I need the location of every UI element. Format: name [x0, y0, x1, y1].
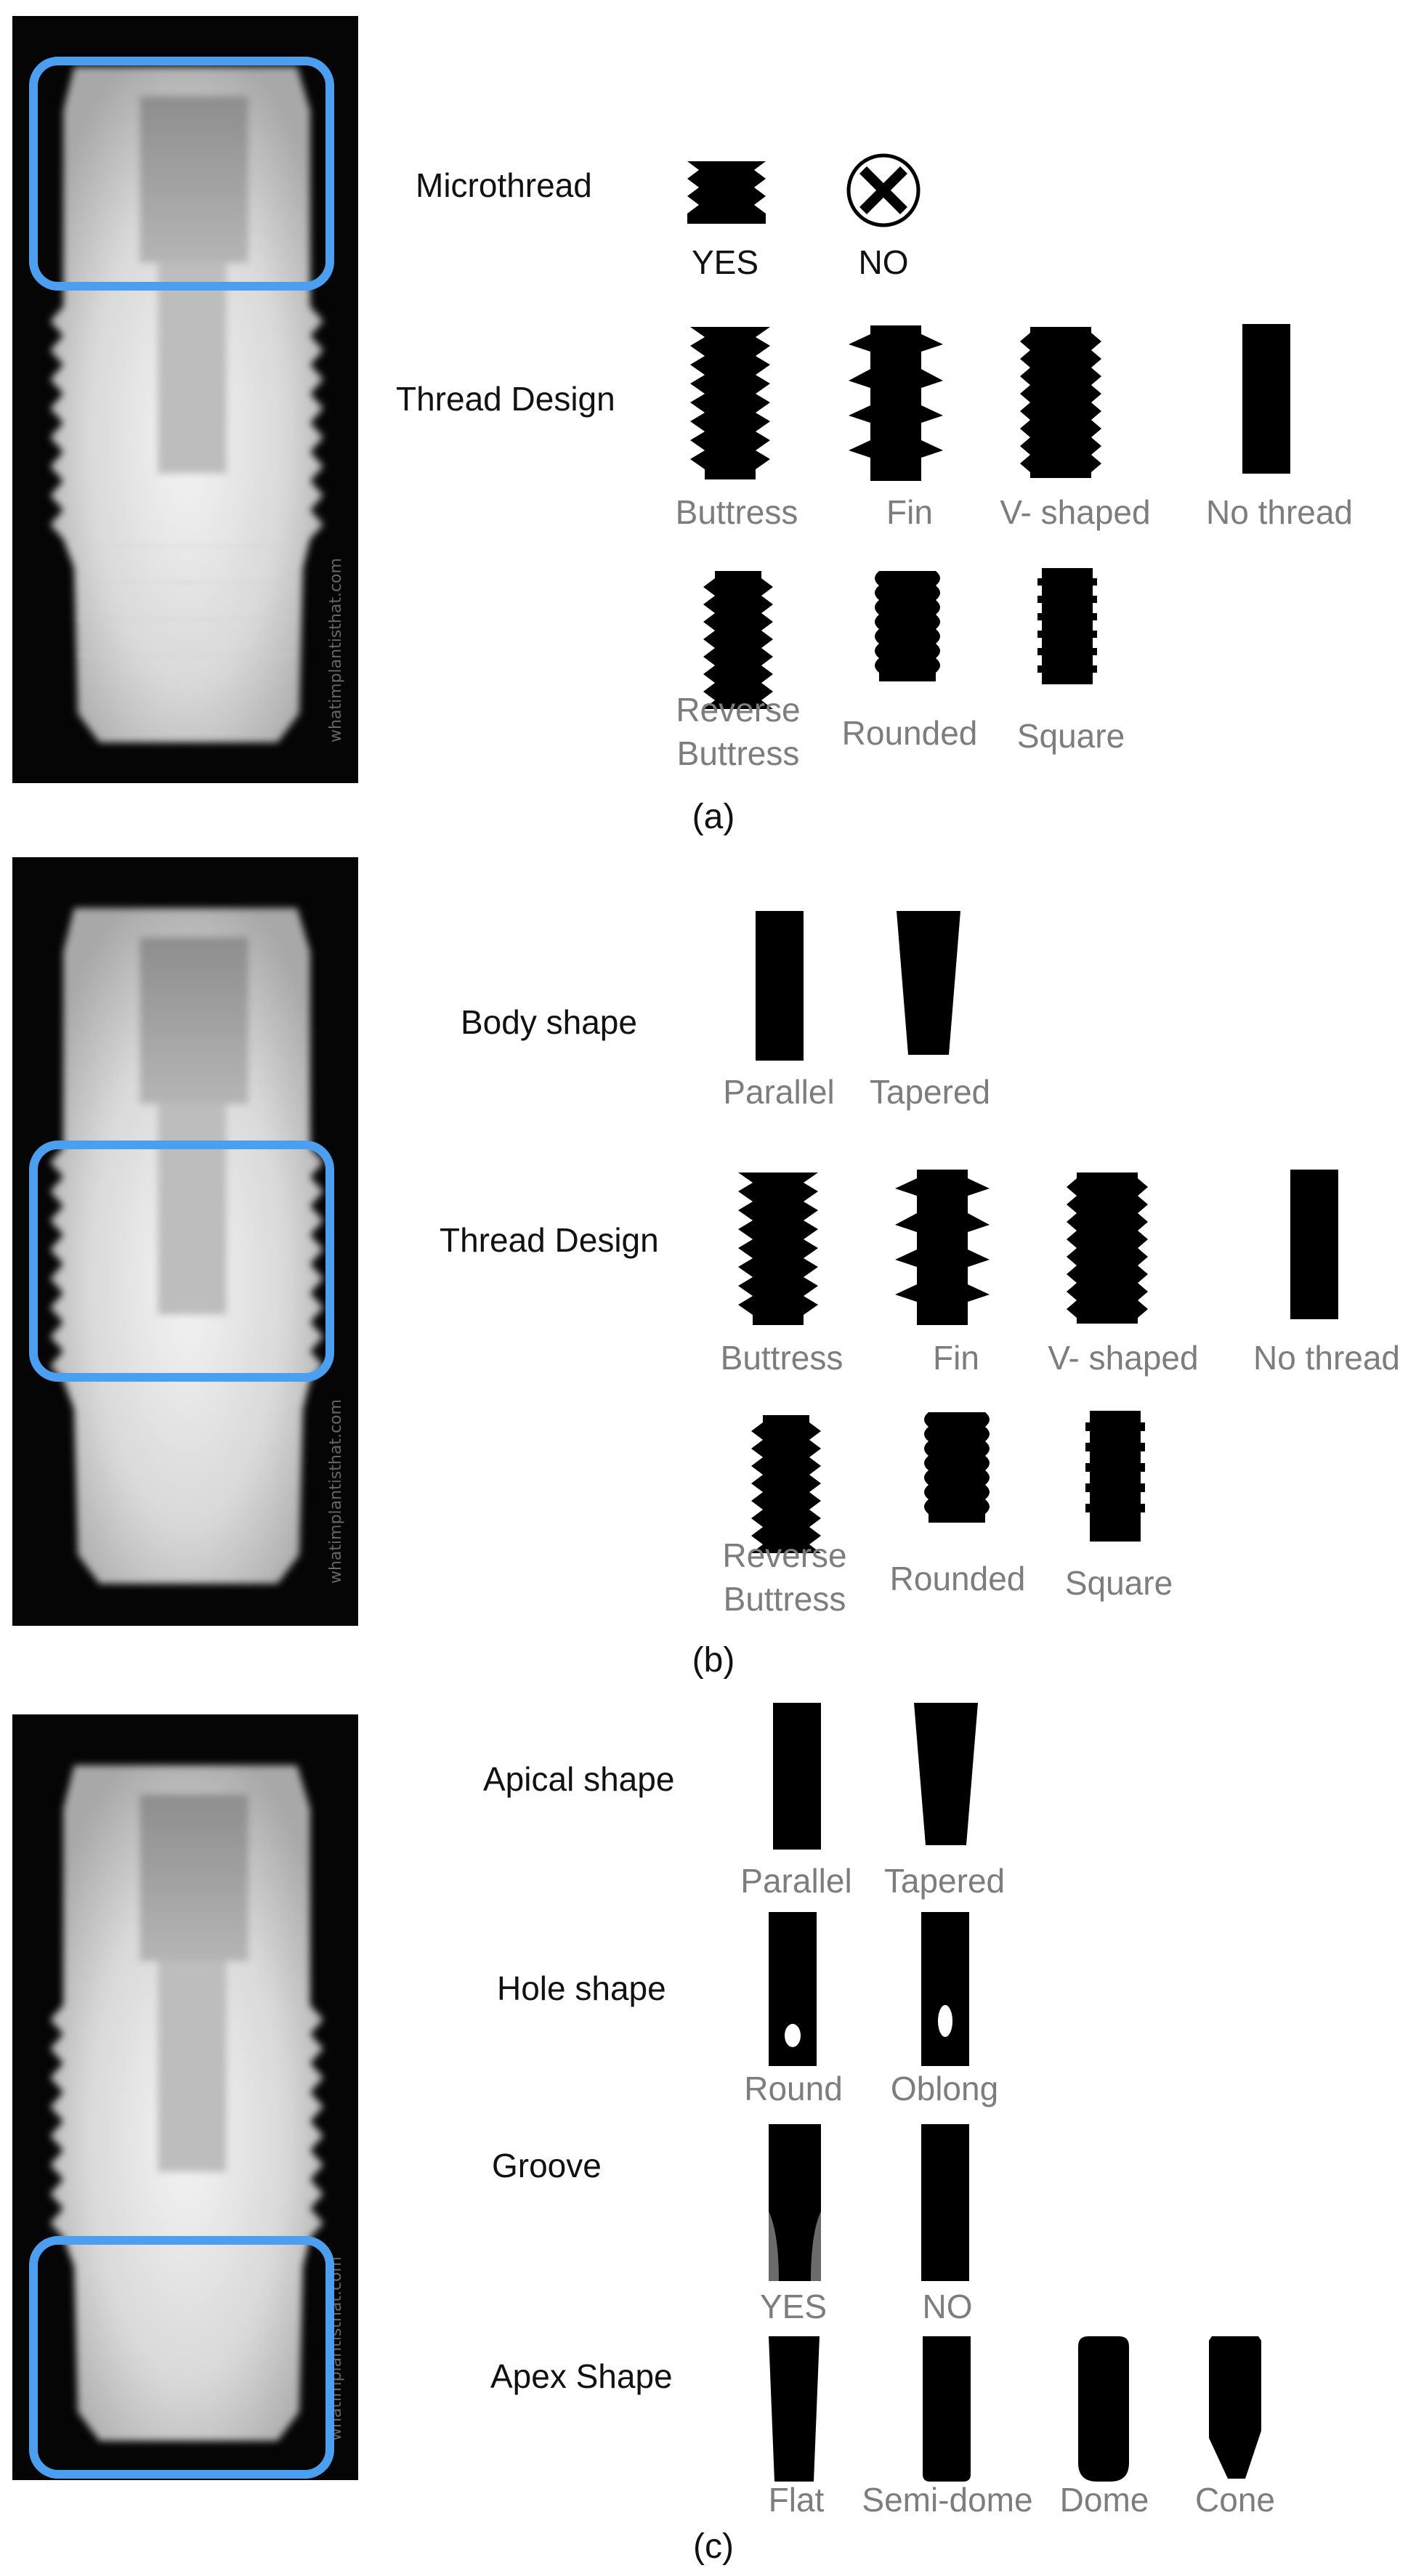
- no-thread-icon: [1242, 324, 1290, 474]
- label-square-a: Square: [1016, 717, 1125, 755]
- label-reverse-buttress-b: Reverse Buttress: [722, 1536, 847, 1618]
- label-tapered-b: Tapered: [869, 1073, 991, 1111]
- caption-b: (b): [692, 1641, 735, 1680]
- label-tapered-c: Tapered: [883, 1862, 1006, 1900]
- title-hole-shape: Hole shape: [497, 1969, 666, 2007]
- label-flat: Flat: [768, 2481, 825, 2519]
- label-no-thread-a: No thread: [1205, 493, 1354, 531]
- rounded-thread-icon-b: [924, 1412, 990, 1523]
- v-shaped-thread-icon: [1020, 327, 1101, 478]
- caption-a: (a): [692, 798, 735, 836]
- semi-dome-apex-icon: [923, 2336, 971, 2482]
- v-shaped-thread-icon-b: [1067, 1172, 1148, 1324]
- title-body-shape: Body shape: [461, 1003, 637, 1041]
- label-v-shaped-a: V- shaped: [1000, 493, 1151, 531]
- label-rounded-a: Rounded: [841, 714, 978, 752]
- title-apex-shape: Apex Shape: [490, 2357, 673, 2395]
- title-apical-shape: Apical shape: [483, 1760, 675, 1798]
- groove-yes-icon: [769, 2124, 821, 2281]
- reverse-buttress-thread-icon: [703, 571, 773, 709]
- label-no-thread-b: No thread: [1253, 1339, 1401, 1377]
- parallel-apical-icon: [773, 1703, 821, 1850]
- label-groove-no: NO: [922, 2288, 973, 2325]
- label-cone: Cone: [1195, 2481, 1275, 2519]
- fin-thread-icon: [849, 325, 943, 481]
- buttress-thread-icon: [690, 327, 770, 479]
- label-fin-a: Fin: [886, 493, 933, 531]
- label-buttress-a: Buttress: [675, 493, 798, 531]
- label-dome: Dome: [1059, 2481, 1149, 2519]
- caption-c: (c): [693, 2527, 734, 2566]
- highlight-box-collar: [29, 57, 334, 291]
- label-buttress-b: Buttress: [720, 1339, 843, 1377]
- flat-apex-icon: [769, 2336, 820, 2482]
- label-semi-dome: Semi-dome: [862, 2481, 1033, 2519]
- label-v-shaped-b: V- shaped: [1048, 1339, 1199, 1377]
- buttress-thread-icon-b: [738, 1172, 818, 1325]
- oblong-hole-icon: [921, 1912, 969, 2066]
- tapered-apical-icon: [914, 1703, 978, 1845]
- cone-apex-icon: [1209, 2336, 1261, 2479]
- title-microthread: Microthread: [416, 166, 592, 204]
- groove-no-icon: [921, 2124, 969, 2281]
- xray-image-c: whatimplantisthat.com: [12, 1714, 358, 2480]
- svg-text:whatimplantisthat.com: whatimplantisthat.com: [327, 558, 345, 742]
- highlight-box-body: [29, 1141, 334, 1382]
- parallel-body-icon: [756, 911, 804, 1061]
- dome-apex-icon: [1078, 2336, 1129, 2482]
- tapered-body-icon: [897, 911, 960, 1055]
- label-round: Round: [744, 2070, 843, 2107]
- label-parallel-c: Parallel: [740, 1862, 852, 1900]
- microthread-no-icon: [846, 153, 921, 227]
- fin-thread-icon-b: [895, 1170, 990, 1325]
- rounded-thread-icon: [875, 571, 940, 681]
- title-thread-design-a: Thread Design: [396, 380, 615, 418]
- label-microthread-yes: YES: [691, 243, 759, 281]
- svg-text:whatimplantisthat.com: whatimplantisthat.com: [327, 1399, 345, 1584]
- microthread-yes-icon: [687, 161, 766, 224]
- label-fin-b: Fin: [933, 1339, 979, 1377]
- label-rounded-b: Rounded: [889, 1560, 1026, 1597]
- square-thread-icon-b: [1085, 1411, 1145, 1542]
- label-square-b: Square: [1064, 1564, 1173, 1602]
- highlight-box-apex: [29, 2236, 334, 2479]
- label-oblong: Oblong: [890, 2070, 999, 2107]
- label-groove-yes: YES: [759, 2288, 828, 2325]
- title-thread-design-b: Thread Design: [440, 1221, 659, 1259]
- xray-image-a: whatimplantisthat.com: [12, 16, 358, 783]
- xray-image-b: whatimplantisthat.com: [12, 857, 358, 1626]
- title-groove: Groove: [492, 2147, 602, 2184]
- reverse-buttress-thread-icon-b: [751, 1415, 821, 1553]
- label-microthread-no: NO: [858, 243, 909, 281]
- no-thread-icon-b: [1290, 1170, 1338, 1319]
- label-parallel-b: Parallel: [723, 1073, 835, 1111]
- round-hole-icon: [769, 1912, 817, 2066]
- label-reverse-buttress-a: Reverse Buttress: [676, 691, 801, 772]
- square-thread-icon: [1037, 568, 1097, 684]
